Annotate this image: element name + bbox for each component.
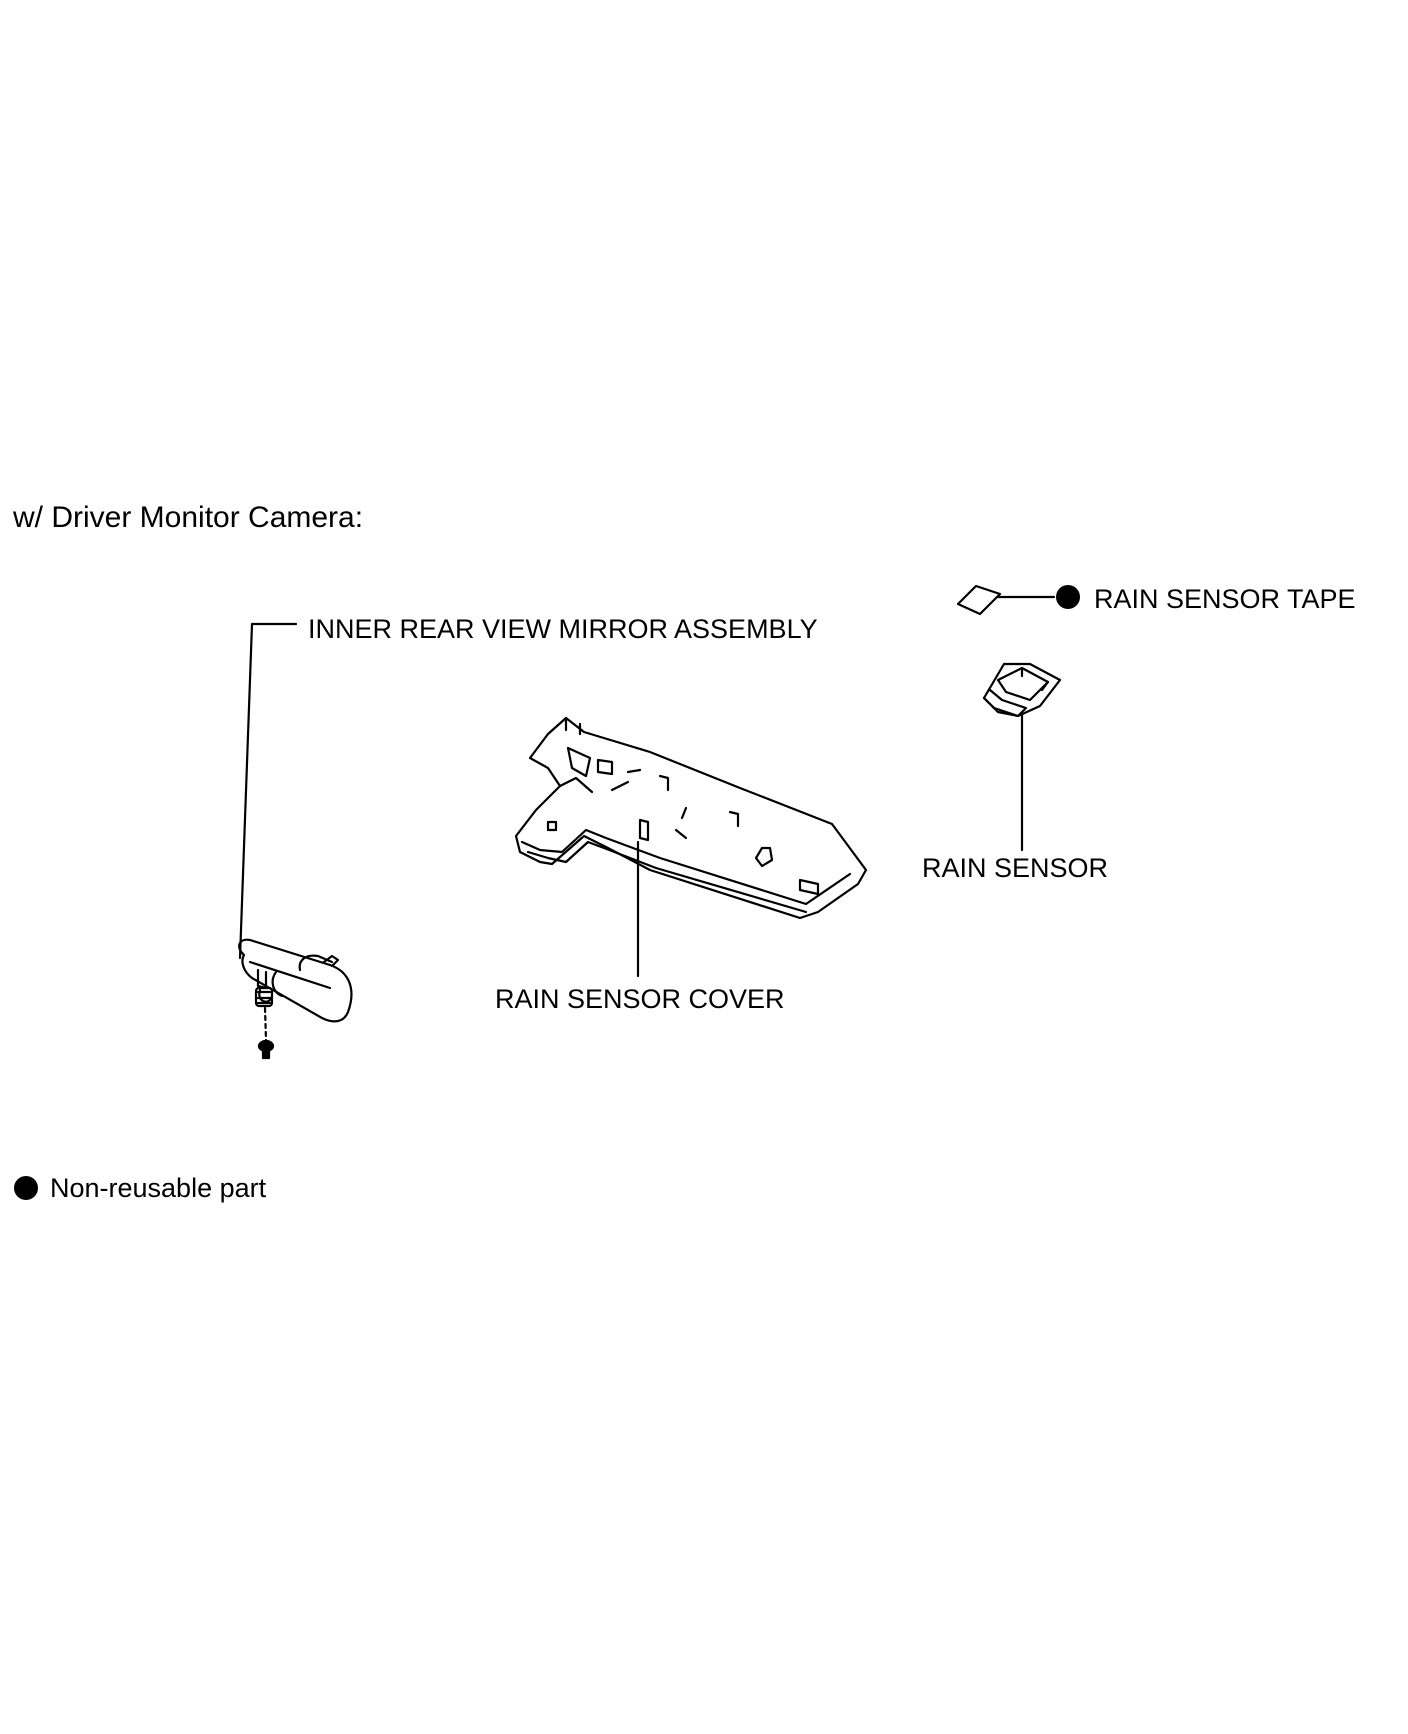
cover-label: RAIN SENSOR COVER — [495, 984, 785, 1014]
legend-label: Non-reusable part — [50, 1173, 267, 1203]
tape-label: RAIN SENSOR TAPE — [1094, 584, 1356, 614]
rain-sensor-cover-illustration — [514, 716, 868, 920]
section-heading: w/ Driver Monitor Camera: — [13, 501, 364, 534]
mirror-illustration — [238, 938, 353, 1023]
rain-sensor-illustration — [982, 662, 1062, 718]
screw-icon — [257, 1039, 275, 1060]
mirror-label: INNER REAR VIEW MIRROR ASSEMBLY — [308, 614, 818, 644]
sensor-label: RAIN SENSOR — [922, 853, 1109, 883]
mirror-leader-line — [238, 622, 298, 960]
screw-dashed-line — [263, 1006, 268, 1042]
legend-non-reusable-icon — [14, 1176, 38, 1200]
tape-non-reusable-marker — [1056, 585, 1080, 609]
rain-sensor-tape-illustration — [956, 584, 1002, 616]
